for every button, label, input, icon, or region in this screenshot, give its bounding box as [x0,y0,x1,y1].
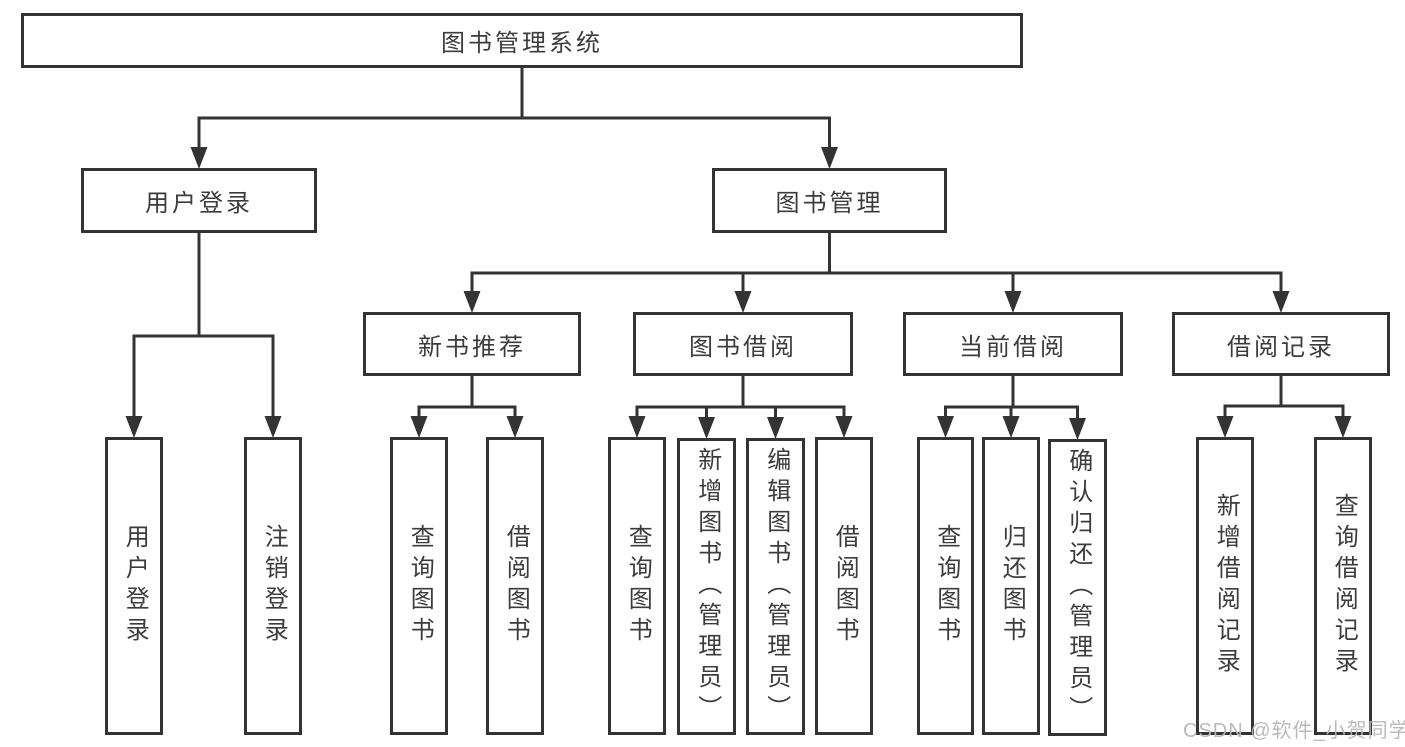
node-leaf-borrow-book-2: 借阅图书 [815,437,873,735]
node-label-leaf-logout: 注销登录 [260,524,288,648]
node-label-leaf-borrow-book-2: 借阅图书 [831,524,859,648]
arrowhead-icon [1334,416,1352,438]
arrowhead-icon [410,416,428,438]
node-label-leaf-add-borrow-record: 新增借阅记录 [1212,493,1240,679]
node-leaf-confirm-return: 确认归还（管理员） [1048,439,1107,736]
node-label-leaf-query-borrow-record: 查询借阅记录 [1330,493,1358,679]
node-label-leaf-borrow-book-1: 借阅图书 [502,524,530,648]
node-label-leaf-return-book: 归还图书 [998,524,1026,648]
arrowhead-icon [506,416,524,438]
node-label-book-mgmt: 图书管理 [775,190,884,217]
node-leaf-logout: 注销登录 [244,437,302,735]
arrowhead-icon [264,416,282,438]
node-leaf-add-book: 新增图书（管理员） [677,438,736,735]
arrowhead-icon [835,416,853,438]
watermark: CSDN @软件_小贺同学 [1183,720,1405,742]
node-borrow-record: 借阅记录 [1172,312,1390,376]
node-leaf-query-borrow-record: 查询借阅记录 [1314,437,1372,735]
node-label-leaf-query-book-3: 查询图书 [932,524,960,648]
arrowhead-icon [463,291,481,313]
node-leaf-query-book-2: 查询图书 [608,437,666,735]
node-label-new-book-rec: 新书推荐 [418,333,526,361]
arrowhead-icon [1216,416,1234,438]
node-current-borrow: 当前借阅 [903,312,1123,376]
node-user-login: 用户登录 [81,168,317,233]
node-leaf-add-borrow-record: 新增借阅记录 [1196,437,1254,735]
node-label-current-borrow: 当前借阅 [959,333,1067,361]
node-label-leaf-edit-book: 编辑图书（管理员） [762,447,790,726]
arrowhead-icon [1004,291,1022,313]
arrowhead-icon [1272,291,1290,313]
node-book-mgmt: 图书管理 [712,168,947,233]
arrowhead-icon [1069,418,1086,440]
node-label-leaf-confirm-return: 确认归还（管理员） [1064,448,1092,727]
node-book-borrow: 图书借阅 [633,312,853,376]
node-label-leaf-user-login: 用户登录 [121,524,149,648]
node-label-leaf-query-book-1: 查询图书 [406,524,434,648]
node-leaf-query-book-3: 查询图书 [917,437,974,735]
node-leaf-return-book: 归还图书 [982,437,1040,735]
arrowhead-icon [1002,416,1020,438]
node-leaf-user-login: 用户登录 [105,437,163,735]
node-label-root: 图书管理系统 [441,30,603,57]
node-label-leaf-query-book-2: 查询图书 [624,524,652,648]
node-leaf-query-book-1: 查询图书 [390,437,448,735]
node-root: 图书管理系统 [21,13,1023,68]
node-label-book-borrow: 图书借阅 [689,333,797,361]
arrowhead-icon [190,147,208,169]
arrowhead-icon [767,417,784,439]
node-label-user-login: 用户登录 [145,190,253,217]
arrowhead-icon [821,147,838,169]
arrowhead-icon [125,416,143,438]
arrowhead-icon [628,416,646,438]
node-new-book-rec: 新书推荐 [363,312,581,376]
arrowhead-icon [937,416,954,438]
node-leaf-edit-book: 编辑图书（管理员） [746,438,805,735]
node-leaf-borrow-book-1: 借阅图书 [486,437,544,735]
node-label-borrow-record: 借阅记录 [1227,333,1335,361]
node-label-leaf-add-book: 新增图书（管理员） [693,447,721,726]
arrowhead-icon [734,291,752,313]
arrowhead-icon [698,417,715,439]
